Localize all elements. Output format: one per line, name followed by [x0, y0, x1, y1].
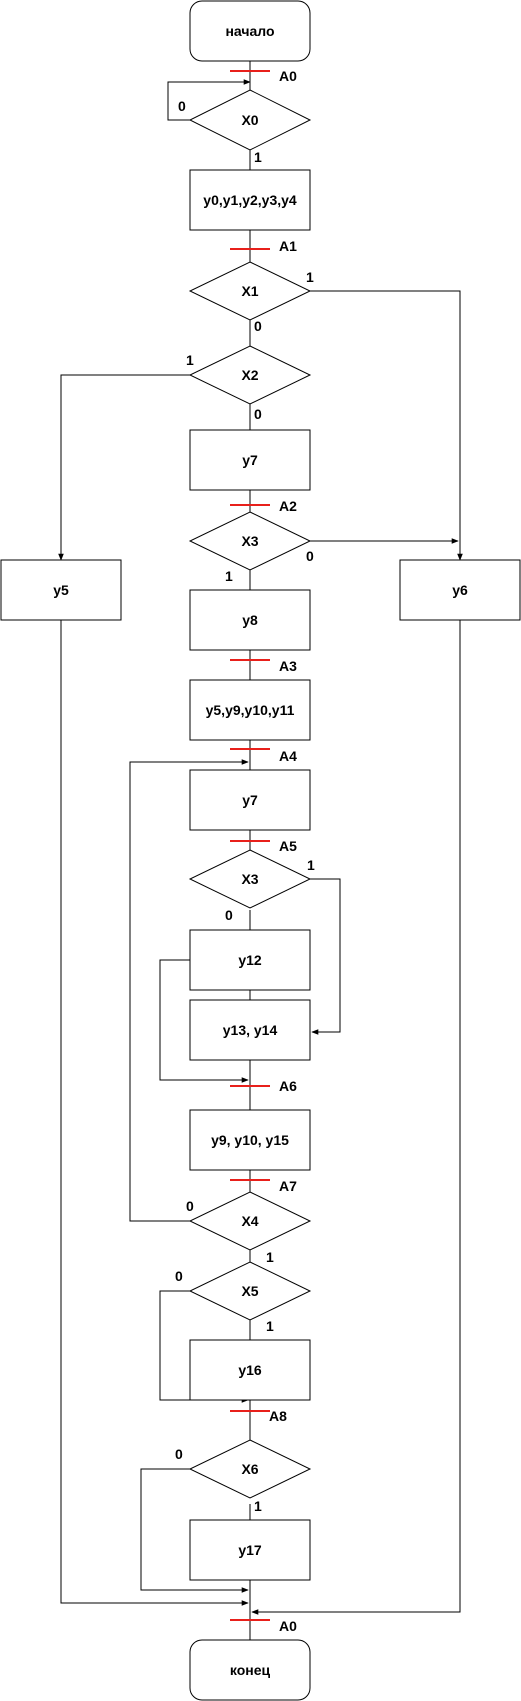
branch-label: 0 [254, 406, 262, 422]
branch-label: 0 [186, 1198, 194, 1214]
process-block: y9, y10, y15 [189, 1109, 311, 1171]
state-label: A0 [279, 1618, 297, 1634]
decision-diamond: X0 [188, 89, 312, 151]
branch-label: 1 [225, 568, 233, 584]
state-label: A8 [269, 1408, 287, 1424]
process-block-label: y0,y1,y2,y3,y4 [203, 192, 297, 208]
process-block: y8 [189, 589, 311, 651]
terminator-end: конец [189, 1639, 311, 1701]
branch-label: 0 [178, 98, 186, 114]
decision-label: X3 [241, 871, 258, 887]
terminator-end-label: конец [230, 1662, 271, 1678]
process-block-label: y12 [238, 952, 262, 968]
branch-label: 1 [186, 352, 194, 368]
process-block-label: y7 [242, 452, 258, 468]
process-block-label: y16 [238, 1362, 262, 1378]
terminator-start: начало [189, 0, 311, 62]
decision-diamond: X3 [188, 849, 312, 909]
process-block-label: y7 [242, 792, 258, 808]
branch-labels: 0 1 1 0 1 0 1 0 1 0 0 1 0 1 0 1 [175, 98, 315, 1514]
process-block: y7 [189, 769, 311, 831]
branch-label: 0 [254, 318, 262, 334]
process-block: y0,y1,y2,y3,y4 [189, 169, 311, 231]
process-block-label: y13, y14 [223, 1022, 278, 1038]
state-label: A4 [279, 748, 297, 764]
decision-diamond: X1 [188, 261, 312, 321]
process-block: y16 [189, 1339, 311, 1401]
decision-label: X4 [241, 1213, 258, 1229]
state-label: A0 [279, 68, 297, 84]
branch-label: 0 [175, 1446, 183, 1462]
decision-diamond: X2 [188, 345, 312, 405]
process-block-label: y9, y10, y15 [211, 1132, 289, 1148]
decision-diamond: X4 [188, 1191, 312, 1251]
decision-diamond: X5 [188, 1261, 312, 1321]
process-block: y17 [189, 1519, 311, 1581]
decision-label: X1 [241, 283, 258, 299]
branch-label: 1 [254, 1498, 262, 1514]
state-label: A5 [279, 838, 297, 854]
branch-label: 1 [266, 1318, 274, 1334]
branch-label: 1 [307, 857, 315, 873]
decision-label: X0 [241, 112, 258, 128]
branch-label: 1 [306, 269, 314, 285]
state-label: A1 [279, 238, 297, 254]
process-block: y5,y9,y10,y11 [189, 679, 311, 741]
decision-diamond: X6 [188, 1439, 312, 1499]
decision-label: X3 [241, 533, 258, 549]
decision-diamond: X3 [188, 511, 312, 571]
process-block-label: y5,y9,y10,y11 [206, 702, 295, 718]
branch-label: 0 [225, 907, 233, 923]
process-block-label: y5 [53, 582, 69, 598]
process-block: y7 [189, 429, 311, 491]
process-block-label: y17 [238, 1542, 262, 1558]
branch-label: 0 [175, 1268, 183, 1284]
decision-label: X2 [241, 367, 258, 383]
decision-label: X6 [241, 1461, 258, 1477]
branch-label: 0 [306, 548, 314, 564]
branch-label: 1 [266, 1249, 274, 1265]
state-labels: A0 A1 A2 A3 A4 A5 A6 A7 A8 A0 [269, 68, 297, 1634]
process-block: y12 [189, 929, 311, 991]
process-block-label: y6 [452, 582, 468, 598]
state-label: A7 [279, 1178, 297, 1194]
decision-label: X5 [241, 1283, 258, 1299]
process-block-label: y8 [242, 612, 258, 628]
state-label: A2 [279, 498, 297, 514]
process-block: y5 [0, 559, 122, 621]
state-label: A6 [279, 1078, 297, 1094]
state-markers [230, 70, 270, 1621]
process-block: y13, y14 [189, 999, 311, 1061]
state-label: A3 [279, 658, 297, 674]
terminator-start-label: начало [225, 23, 274, 39]
branch-label: 1 [254, 149, 262, 165]
process-block: y6 [399, 559, 521, 621]
